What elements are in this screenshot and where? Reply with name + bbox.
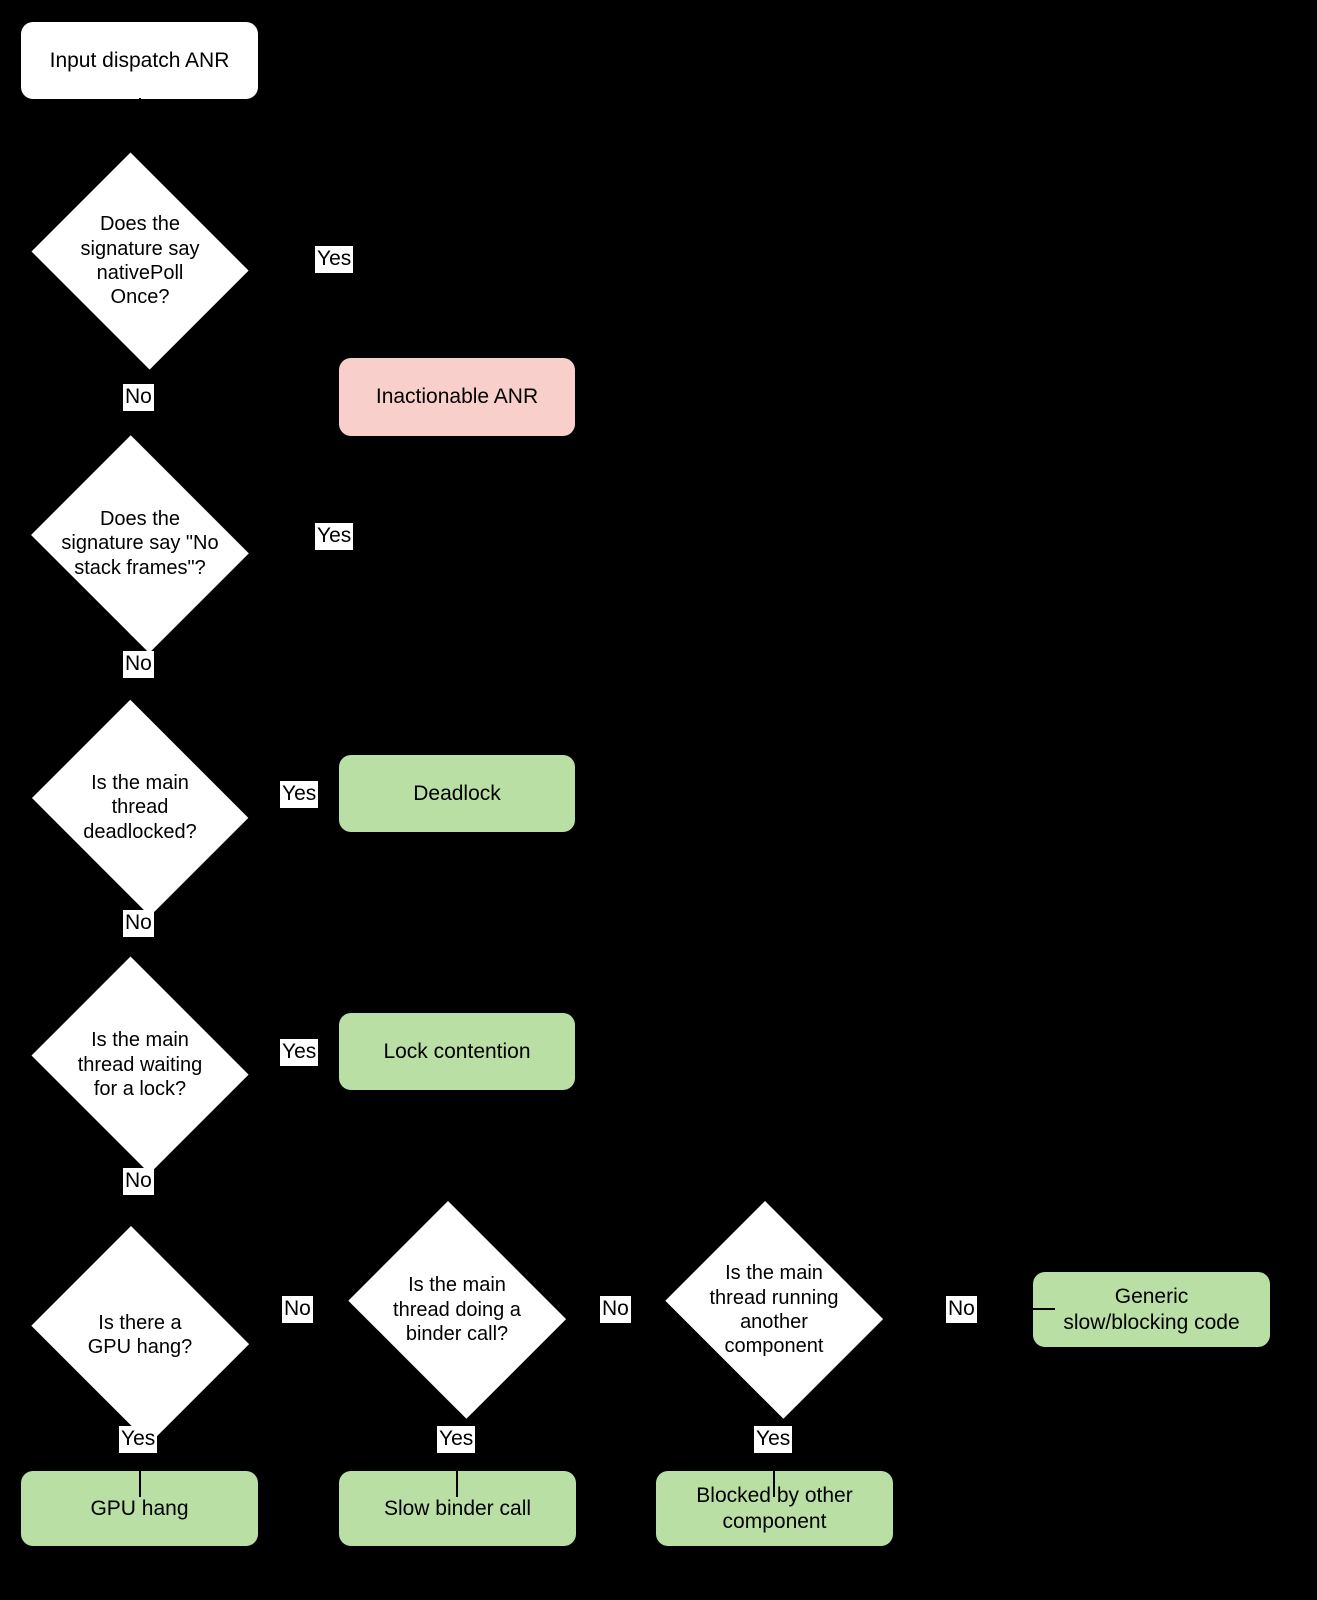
edge-label-nativepollonce-no: No [123,384,154,411]
node-result-deadlock[interactable]: Deadlock [339,755,575,832]
edge-label-nativepollonce-yes: Yes [315,246,354,273]
edge-label-other-component-no: No [946,1296,977,1323]
edge-start-to-q1 [139,98,141,162]
edge-label-text: Yes [282,782,317,805]
edge-label-text: No [125,911,152,934]
node-label: Does the signature say nativePoll Once? [80,213,200,309]
edge-label-no-stack-frames-no: No [123,651,154,678]
edge-label-text: Yes [317,524,352,547]
node-result-generic-slow-blocking-code[interactable]: Generic slow/blocking code [1033,1272,1270,1347]
node-label: GPU hang [90,1496,189,1520]
node-result-inactionable-anr[interactable]: Inactionable ANR [339,358,575,436]
node-label: Blocked by other component [696,1483,853,1533]
edge-label-text: Yes [439,1427,474,1450]
edge-label-text: No [125,385,152,408]
node-label: Does the signature say "No stack frames"… [61,507,219,579]
node-question-no-stack-frames[interactable]: Does the signature say "No stack frames"… [22,434,258,653]
node-label: Slow binder call [383,1496,532,1520]
node-label: Is the main thread waiting for a lock? [77,1029,203,1101]
node-label: Inactionable ANR [375,385,539,409]
edge-label-text: No [948,1297,975,1320]
edge-label-text: No [125,1169,152,1192]
node-input-dispatch-anr[interactable]: Input dispatch ANR [21,22,258,99]
edge-label-text: Yes [121,1427,156,1450]
edge-label-text: Yes [282,1040,317,1063]
edge-q1-yes-down [456,261,458,358]
node-label: Deadlock [413,781,501,805]
edge-label-gpu-hang-no: No [282,1296,313,1323]
node-label: Generic slow/blocking code [1063,1284,1240,1334]
edge-label-deadlocked-yes: Yes [280,781,319,808]
edge-label-waiting-lock-no: No [123,1168,154,1195]
node-label: Lock contention [383,1039,531,1063]
node-result-lock-contention[interactable]: Lock contention [339,1013,575,1090]
edge-label-text: No [602,1297,629,1320]
edge-label-other-component-yes: Yes [754,1426,793,1453]
edge-q1-yes-stub [257,260,357,262]
edge-label-text: No [125,652,152,675]
node-question-nativepollonce[interactable]: Does the signature say nativePoll Once? [22,152,258,370]
edge-label-binder-call-yes: Yes [437,1426,476,1453]
node-question-gpu-hang[interactable]: Is there a GPU hang? [22,1226,258,1444]
node-label: Is the main thread deadlocked? [83,771,197,843]
edge-q6-yes-to-binder [456,1435,458,1497]
edge-q7-yes-to-blocked [773,1435,775,1497]
edge-q2-yes-stub [257,543,457,545]
edge-label-gpu-hang-yes: Yes [119,1426,158,1453]
edge-label-binder-call-no: No [600,1296,631,1323]
edge-label-text: Yes [756,1427,791,1450]
edge-label-no-stack-frames-yes: Yes [315,523,354,550]
node-label: Is the main thread doing a binder call? [393,1274,521,1346]
edge-q4-no-to-q5 [139,1164,141,1235]
edge-q5-yes-to-gpu [139,1435,141,1497]
node-question-main-thread-waiting-lock[interactable]: Is the main thread waiting for a lock? [22,956,258,1174]
edge-label-waiting-lock-yes: Yes [280,1039,319,1066]
node-question-running-another-component[interactable]: Is the main thread running another compo… [656,1201,892,1419]
node-label: Is there a GPU hang? [87,1311,193,1358]
node-label: Is the main thread running another compo… [709,1262,839,1358]
edge-label-text: Yes [317,247,352,270]
node-label: Input dispatch ANR [49,48,230,72]
node-question-main-thread-deadlocked[interactable]: Is the main thread deadlocked? [22,699,258,916]
edge-label-deadlocked-no: No [123,910,154,937]
edge-label-text: No [284,1297,311,1320]
node-question-binder-call[interactable]: Is the main thread doing a binder call? [339,1201,575,1419]
